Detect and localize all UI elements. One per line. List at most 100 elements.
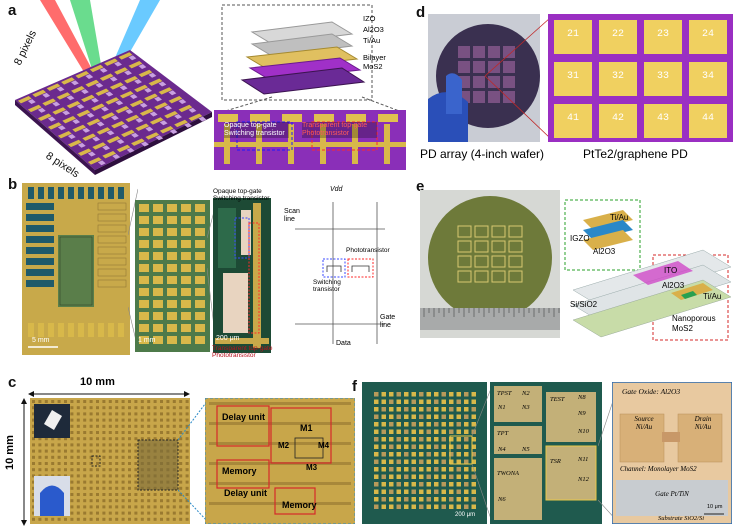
panel-a-array-illustration [15, 0, 212, 175]
pd-pixel-label: 22 [612, 29, 624, 40]
panel-d-caption-left: PD array (4-inch wafer) [420, 147, 545, 161]
panel-c-memory-1: Memory [222, 466, 257, 476]
pd-pixel-label: 21 [567, 29, 579, 40]
stack-layer-mos2: MoS2 [363, 62, 383, 71]
panel-f-cell-label: TEST [550, 396, 565, 403]
panel-c-height: 10 mm [4, 435, 16, 470]
panel-b-scan-line: Scan line [284, 208, 300, 223]
panel-c-m1: M1 [300, 423, 313, 433]
pd-pixel-label: 24 [702, 29, 714, 40]
panel-f-gate-oxide: Gate Oxide: Al2O3 [622, 387, 681, 396]
panel-f-cell-label: N12 [578, 476, 589, 483]
panel-f-cell-label: TPST [497, 390, 512, 397]
panel-f-cell-label: TPT [497, 430, 509, 437]
panel-c-m3: M3 [306, 463, 318, 472]
pd-pixel-label: 41 [567, 113, 579, 124]
panel-b-scale-left: 5 mm [32, 337, 50, 344]
panel-a-opaque-label: Opaque top-gate Switching transistor [224, 122, 289, 138]
panel-e-mos2: MoS2 [672, 324, 693, 333]
pd-pixel-label: 33 [657, 71, 669, 82]
panel-label-c: c [8, 374, 17, 391]
panel-f-gate: Gate Pt/TiN [655, 490, 689, 498]
panel-d-pd-pixels: 21 22 23 24 31 32 33 34 41 42 43 44 [548, 14, 733, 142]
panel-e-substrate: Si/SiO2 [570, 300, 598, 309]
pd-pixel-label: 23 [657, 29, 669, 40]
panel-e-tiau-right: Ti/Au [703, 292, 722, 301]
panel-c-m4: M4 [318, 441, 330, 450]
panel-e-wafer-photo [420, 190, 560, 338]
panel-b-pixel-photo [213, 198, 271, 353]
pd-pixel-label: 42 [612, 113, 624, 124]
panel-f-cells-photo [490, 382, 602, 524]
stack-layer-izo: IZO [363, 14, 376, 23]
panel-label-b: b [8, 176, 18, 193]
panel-e-al2o3-right: Al2O3 [662, 281, 685, 290]
panel-f-cell-label: N11 [578, 456, 589, 463]
pd-pixel-label: 44 [702, 113, 714, 124]
panel-label-a: a [8, 2, 17, 19]
panel-c-delay-unit-1: Delay unit [222, 412, 266, 422]
pd-pixel-label: 32 [612, 71, 624, 82]
panel-f-device-photo [612, 382, 732, 524]
panel-c-zoom-lines [178, 399, 208, 523]
panel-f-source: Source Ni/Au [634, 415, 654, 431]
panel-c-memory-2: Memory [282, 500, 317, 510]
panel-f-cell-label: TSR [550, 458, 561, 465]
panel-c-height-arrow [21, 398, 27, 526]
panel-b-gate-line: Gate line [380, 314, 396, 329]
stack-layer-tiau: Ti/Au [363, 36, 381, 45]
panel-b-phototransistor: Phototransistor [346, 247, 390, 254]
panel-e-nanoporous: Nanoporous [672, 314, 716, 323]
panel-e-device-schematic [564, 199, 732, 341]
panel-f-channel: Channel: Monolayer MoS2 [620, 465, 697, 473]
panel-b-vdd: Vdd [330, 186, 343, 193]
panel-d-caption-right: PtTe2/graphene PD [583, 147, 688, 161]
panel-b-circuit [295, 202, 385, 344]
panel-c-chip-photo [30, 398, 190, 524]
panel-f-cell-label: N6 [498, 496, 506, 503]
panel-b-data: Data [336, 340, 351, 347]
panel-b-scale-right: 200 μm [216, 335, 240, 342]
stack-layer-bilayer: Bilayer [363, 53, 386, 62]
panel-c-width-arrow [28, 391, 190, 397]
panel-label-d: d [416, 4, 426, 21]
panel-f-cell-label: N2 [522, 390, 530, 397]
panel-f-cell-label: N4 [498, 446, 506, 453]
stack-layer-al2o3: Al2O3 [363, 25, 384, 34]
panel-label-e: e [416, 178, 425, 195]
panel-b-scale-mid: 1 mm [138, 337, 156, 344]
panel-b-switching: Switching transistor [313, 279, 341, 293]
panel-f-array-photo [362, 382, 487, 524]
pd-pixel-label: 34 [702, 71, 714, 82]
panel-a-device-stack [214, 4, 406, 170]
panel-e-tiau-top: Ti/Au [610, 213, 629, 222]
panel-f-cell-label: N3 [522, 404, 530, 411]
panel-b-array-photo [135, 200, 210, 352]
panel-f-cell-label: N1 [498, 404, 506, 411]
panel-e-al2o3-left: Al2O3 [593, 247, 616, 256]
panel-f-cell-label: TWONA [497, 470, 520, 477]
panel-f-scale-right: 10 μm [707, 504, 723, 510]
panel-c-delay-unit-2: Delay unit [224, 488, 268, 498]
panel-a-transparent-label: Transparent top-gate Phototransistor [302, 122, 377, 138]
panel-b-chip-photo [22, 183, 130, 355]
panel-c-zoom-photo [205, 398, 355, 524]
panel-f-scale-left: 200 μm [455, 512, 476, 518]
panel-f-substrate: Substrate SiO2/Si [658, 515, 705, 522]
panel-f-cell-label: N9 [578, 410, 586, 417]
panel-c-width: 10 mm [80, 376, 115, 388]
panel-f-cell-label: N10 [578, 428, 589, 435]
panel-label-f: f [352, 378, 357, 395]
panel-f-cell-label: N8 [578, 394, 586, 401]
panel-f-zoom-lines [472, 385, 492, 523]
panel-f-cell-label: N5 [522, 446, 530, 453]
panel-e-ito: ITO [664, 266, 678, 275]
panel-c-m2: M2 [278, 441, 290, 450]
pd-pixel-label: 31 [567, 71, 579, 82]
panel-d-connector [484, 17, 551, 139]
panel-b-transparent-label: Transparent top-gate Phototransistor [212, 345, 273, 359]
panel-f-drain: Drain Ni/Au [694, 415, 712, 431]
panel-b-opaque-label: Opaque top-gate Switching transistor [213, 188, 270, 202]
panel-e-igzo: IGZO [570, 234, 590, 243]
pd-pixel-label: 43 [657, 113, 669, 124]
